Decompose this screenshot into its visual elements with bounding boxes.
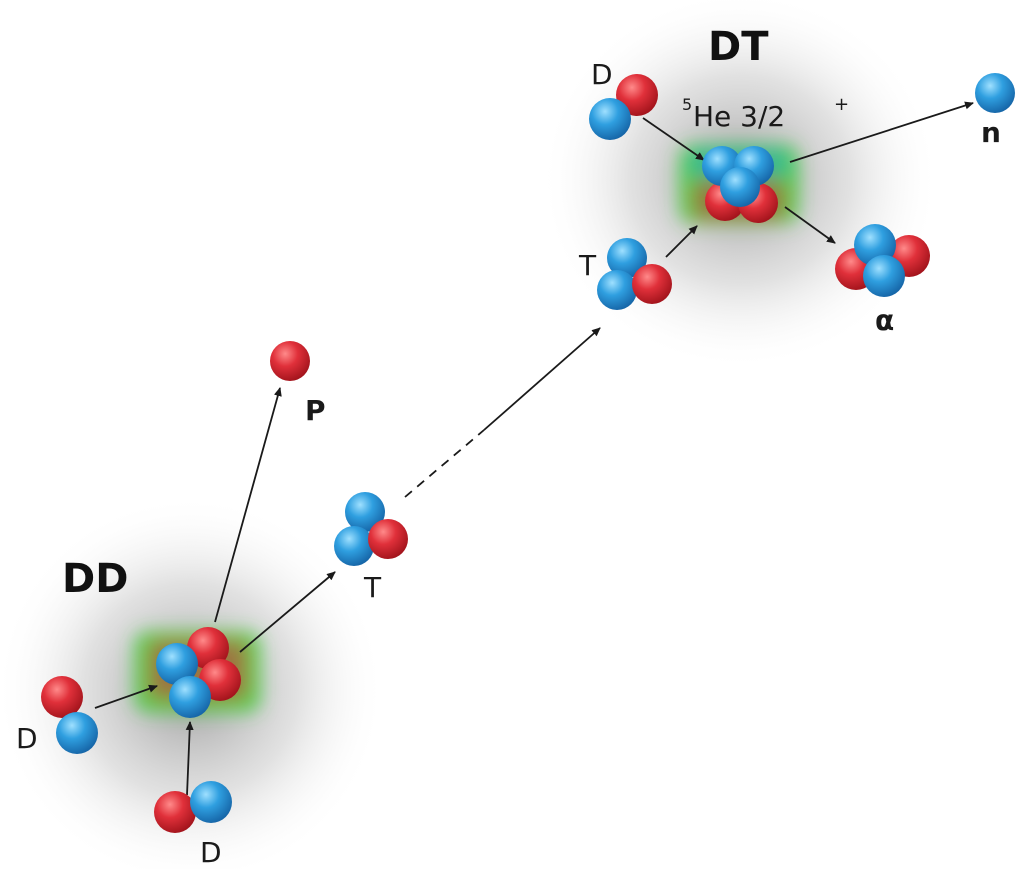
label-d-top: D	[591, 58, 613, 91]
label-n-out: n	[981, 116, 1001, 149]
triton-mid	[334, 492, 408, 566]
neutron-out	[975, 73, 1015, 113]
label-t-mid: T	[363, 571, 382, 604]
dt-region-label: DT	[708, 24, 769, 70]
dt-compound-nucleus	[702, 146, 778, 223]
nucleons	[41, 73, 1015, 833]
label-he5-mass: 5	[682, 95, 692, 114]
arrow-n-out	[789, 101, 974, 163]
arrow-p-out	[214, 387, 282, 623]
deuteron-top	[589, 74, 658, 140]
label-d-left: D	[16, 722, 38, 755]
arrow-d-top-in	[642, 117, 705, 161]
deuteron-left	[41, 676, 98, 754]
arrow-alpha-out	[784, 206, 836, 244]
label-t-in: T	[578, 249, 597, 282]
deuteron-bottom	[154, 781, 232, 833]
arrow-d-bottom-in	[185, 721, 194, 796]
label-p-out: P	[305, 394, 326, 427]
alpha-particle	[835, 224, 930, 297]
arrow-t-travel-dashed	[404, 429, 485, 498]
reaction-arrows	[94, 101, 974, 796]
dd-compound-nucleus	[156, 627, 241, 718]
arrow-t-into-dt	[665, 225, 698, 258]
arrow-d-left-in	[94, 684, 158, 709]
triton-in	[597, 238, 672, 310]
arrow-t-travel	[483, 327, 601, 431]
label-he5-spin: +	[834, 94, 849, 115]
label-d-bottom: D	[200, 836, 222, 869]
label-alpha-out: α	[875, 304, 894, 337]
arrow-t-out	[239, 571, 336, 653]
proton-out	[270, 341, 310, 381]
label-he5: He 3/2	[693, 100, 785, 133]
dd-region-label: DD	[62, 556, 128, 602]
